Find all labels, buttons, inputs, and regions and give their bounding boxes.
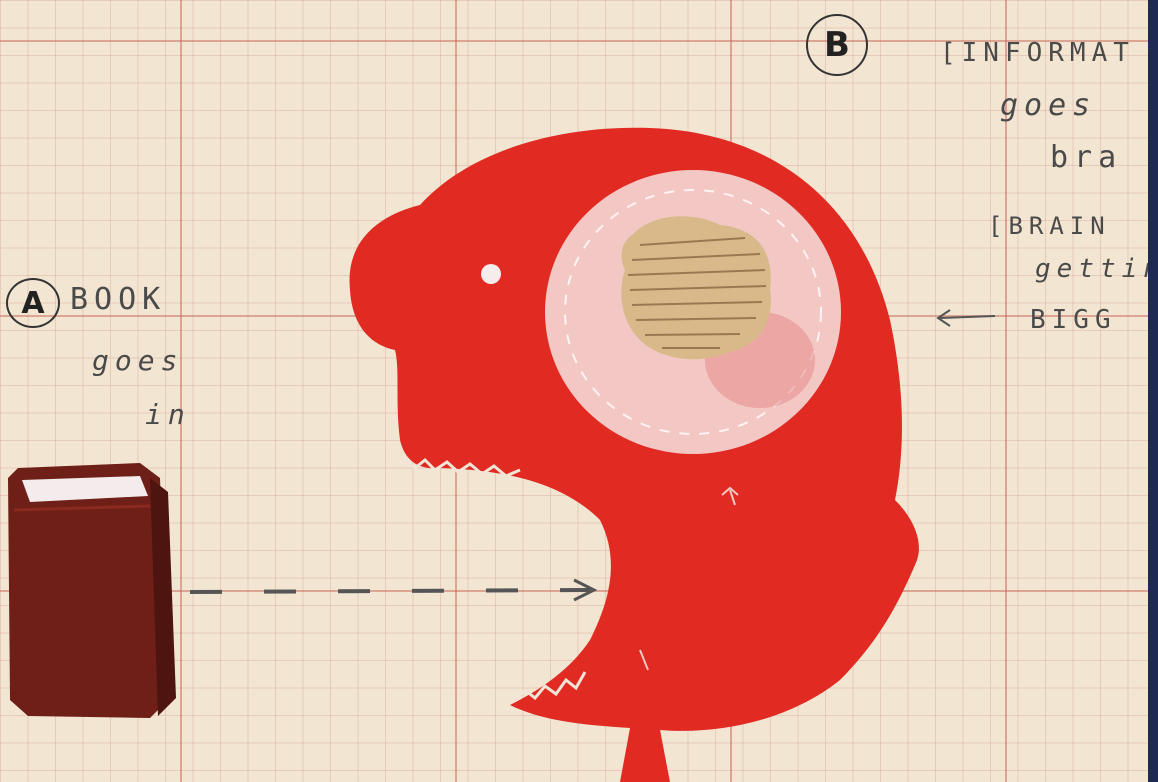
note-brain-line3: BIGG <box>1030 305 1117 335</box>
marker-a: A <box>6 278 60 328</box>
note-info-line2: goes <box>1000 88 1096 123</box>
marker-b-label: B <box>824 25 850 65</box>
arrow-icon <box>190 580 594 600</box>
frame-edge <box>1148 0 1158 782</box>
note-book-line2: goes <box>92 344 183 377</box>
note-info-line3: bra <box>1050 140 1122 175</box>
note-brain-line1: [BRAIN <box>988 212 1111 240</box>
note-info-line1: [INFORMAT <box>940 38 1135 68</box>
head-figure <box>350 128 919 782</box>
book-icon <box>8 463 176 718</box>
eye-icon <box>481 264 501 284</box>
marker-b: B <box>806 14 868 76</box>
note-book-line1: BOOK <box>70 282 166 317</box>
left-arrow-icon <box>938 310 995 326</box>
note-book-line3: in <box>145 398 191 431</box>
note-brain-line2: gettin <box>1035 254 1158 284</box>
marker-a-label: A <box>21 286 44 321</box>
